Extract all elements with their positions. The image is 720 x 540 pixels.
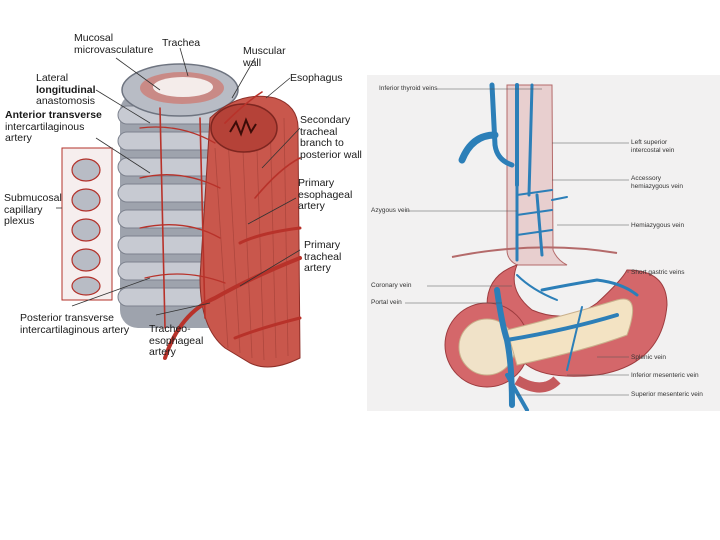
label-tracheoesophageal-artery: Tracheo- esophageal artery [149,323,204,358]
label-primary-esophageal-artery: Primary esophageal artery [298,177,353,212]
trachea-lumen [153,77,213,97]
label-hemiazygous-vein: Hemiazygous vein [631,222,685,229]
esophagus-lumen [229,117,257,137]
label-secondary-tracheal-branch: Secondary tracheal branch to posterior w… [300,114,362,161]
label-superior-mesenteric-vein: Superior mesenteric vein [631,391,703,398]
trachea-esophagus-drawing [56,47,302,368]
label-inferior-mesenteric-vein: Inferior mesenteric vein [631,372,699,379]
label-left-superior-intercostal-vein: Left superior intercostal vein [631,139,675,154]
trachea-esophagus-illustration: Mucosal microvasculature Trachea Muscula… [0,28,370,378]
label-short-gastric-veins: Short gastric veins [631,269,685,276]
label-inferior-thyroid-veins: Inferior thyroid veins [379,85,438,92]
arterial-branches [139,91,302,360]
venous-drainage-drawing [405,82,668,411]
label-portal-vein: Portal vein [371,299,402,306]
right-leader-lines [405,88,629,396]
label-coronary-vein: Coronary vein [371,282,412,289]
leader-lines [56,47,301,316]
label-accessory-hemiazygous-vein: Accessory hemiazygous vein [631,175,684,190]
capillary-loops [71,158,101,296]
label-submucosal-capillary-plexus: Submucosal capillary plexus [4,192,62,227]
label-primary-tracheal-artery: Primary tracheal artery [304,239,342,274]
label-lateral-longitudinal-anastomosis: Lateral longitudinal anastomosis [36,72,96,107]
esophagus-outline [506,84,568,266]
label-mucosal-microvasculature: Mucosal microvasculature [74,32,154,56]
colon-segment [514,375,561,393]
label-esophagus: Esophagus [290,72,343,84]
label-anterior-transverse-artery: Anterior transverse intercartilaginous a… [5,109,102,144]
diaphragm [451,246,618,258]
label-muscular-wall: Muscular wall [243,45,286,69]
venous-network [458,82,639,411]
label-splenic-vein: Splenic vein [631,354,667,361]
venous-drainage-illustration: Inferior thyroid veins Left superior int… [367,75,720,411]
esophagus-muscle-fibers [214,115,289,361]
label-posterior-transverse-artery: Posterior transverse intercartilaginous … [20,312,130,336]
label-trachea: Trachea [162,37,201,49]
label-azygous-vein: Azygous vein [371,207,410,214]
pancreas [506,298,634,366]
